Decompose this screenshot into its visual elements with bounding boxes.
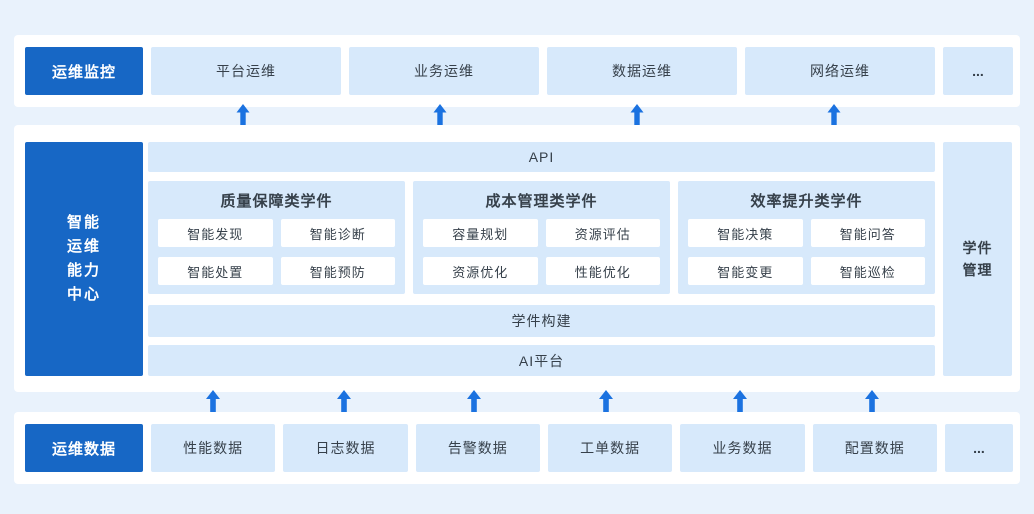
learnware-management-line: 管理 bbox=[962, 262, 993, 278]
learnware-management-label: 学件 管理 bbox=[943, 142, 1012, 376]
api-bar: API bbox=[148, 142, 935, 172]
ops-data-label: 运维数据 bbox=[25, 424, 143, 472]
group-title: 质量保障类学件 bbox=[220, 192, 333, 210]
group-grid: 容量规划 资源评估 资源优化 性能优化 bbox=[423, 219, 660, 286]
business-data-box: 业务数据 bbox=[680, 424, 805, 472]
performance-data-box: 性能数据 bbox=[151, 424, 276, 472]
learnware-groups: 质量保障类学件 智能发现 智能诊断 智能处置 智能预防 成本管理类学件 容量规划… bbox=[148, 181, 935, 294]
capacity-planning-box: 容量规划 bbox=[423, 219, 538, 247]
learnware-management-line: 学件 bbox=[962, 240, 993, 256]
business-ops-box: 业务运维 bbox=[349, 47, 539, 95]
group-title: 成本管理类学件 bbox=[485, 192, 598, 210]
resource-optimization-box: 资源优化 bbox=[423, 257, 538, 285]
group-title: 效率提升类学件 bbox=[750, 192, 863, 210]
monitoring-more-box: ... bbox=[943, 47, 1013, 95]
up-arrow-icon bbox=[599, 390, 613, 414]
aiops-center-label-line: 中心 bbox=[66, 286, 101, 303]
aiops-center-label-line: 智能 bbox=[66, 214, 101, 231]
up-arrow-icon bbox=[206, 390, 220, 414]
smart-qa-box: 智能问答 bbox=[810, 219, 925, 247]
up-arrow-icon bbox=[865, 390, 879, 414]
log-data-box: 日志数据 bbox=[283, 424, 408, 472]
quality-assurance-group: 质量保障类学件 智能发现 智能诊断 智能处置 智能预防 bbox=[148, 181, 405, 294]
learnware-build-bar: 学件构建 bbox=[148, 305, 935, 337]
platform-ops-box: 平台运维 bbox=[151, 47, 341, 95]
group-grid: 智能发现 智能诊断 智能处置 智能预防 bbox=[158, 219, 395, 286]
aiops-center-label: 智能 运维 能力 中心 bbox=[25, 142, 143, 376]
efficiency-improvement-group: 效率提升类学件 智能决策 智能问答 智能变更 智能巡检 bbox=[678, 181, 935, 294]
ops-data-more-box: ... bbox=[944, 424, 1013, 472]
up-arrow-icon bbox=[733, 390, 747, 414]
performance-optimization-box: 性能优化 bbox=[545, 257, 660, 285]
config-data-box: 配置数据 bbox=[812, 424, 937, 472]
ticket-data-box: 工单数据 bbox=[547, 424, 673, 472]
ai-platform-bar: AI平台 bbox=[148, 345, 935, 376]
monitoring-panel: 运维监控 平台运维 业务运维 数据运维 网络运维 ... bbox=[14, 35, 1020, 107]
smart-decision-box: 智能决策 bbox=[688, 219, 803, 247]
data-ops-box: 数据运维 bbox=[547, 47, 737, 95]
smart-discovery-box: 智能发现 bbox=[158, 219, 273, 247]
up-arrow-icon bbox=[337, 390, 351, 414]
aiops-center-panel: 智能 运维 能力 中心 API 质量保障类学件 智能发现 智能诊断 智能处置 智… bbox=[14, 125, 1020, 392]
ops-data-panel: 运维数据 性能数据 日志数据 告警数据 工单数据 业务数据 配置数据 ... bbox=[14, 412, 1020, 484]
resource-evaluation-box: 资源评估 bbox=[545, 219, 660, 247]
up-arrow-icon bbox=[467, 390, 481, 414]
aiops-center-label-line: 运维 bbox=[66, 238, 101, 255]
smart-prevention-box: 智能预防 bbox=[280, 257, 395, 285]
smart-diagnosis-box: 智能诊断 bbox=[280, 219, 395, 247]
cost-management-group: 成本管理类学件 容量规划 资源评估 资源优化 性能优化 bbox=[413, 181, 670, 294]
smart-inspection-box: 智能巡检 bbox=[810, 257, 925, 285]
alert-data-box: 告警数据 bbox=[415, 424, 540, 472]
smart-change-box: 智能变更 bbox=[688, 257, 803, 285]
group-grid: 智能决策 智能问答 智能变更 智能巡检 bbox=[688, 219, 925, 286]
monitoring-label: 运维监控 bbox=[25, 47, 143, 95]
smart-handling-box: 智能处置 bbox=[158, 257, 273, 285]
network-ops-box: 网络运维 bbox=[745, 47, 935, 95]
aiops-center-label-line: 能力 bbox=[66, 262, 101, 279]
